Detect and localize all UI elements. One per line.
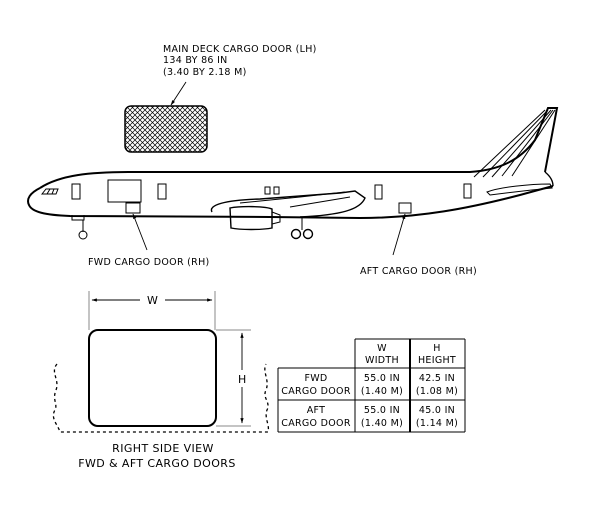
row-name: FWD [304, 373, 327, 384]
door-detail-view: W H RIGHT SIDE VIEW FWD & AFT CARGO DOOR… [52, 291, 270, 470]
table-row: AFT CARGO DOOR 55.0 IN (1.40 M) 45.0 IN … [281, 405, 458, 429]
airplane-side-view [27, 107, 559, 240]
overwing-exit-2 [273, 186, 280, 195]
door-4 [463, 183, 472, 199]
door-3 [374, 184, 383, 200]
table-header-w: W [377, 343, 387, 354]
row-width-m: (1.40 M) [361, 386, 403, 397]
fuselage-tailcone [544, 171, 554, 187]
cargo-door-shape [88, 329, 217, 427]
main-deck-door-size-m: (3.40 BY 2.18 M) [163, 67, 247, 78]
main-gear-wheel-1 [290, 228, 302, 240]
row-name-sub: CARGO DOOR [281, 418, 351, 429]
nose-gear-wheel [78, 230, 88, 240]
row-height-m: (1.14 M) [416, 418, 458, 429]
main-gear-wheel-2 [302, 228, 314, 240]
fwd-cargo-door-callout: FWD CARGO DOOR (RH) [88, 257, 210, 268]
row-width-in: 55.0 IN [364, 405, 400, 416]
aft-cargo-door-leader [392, 213, 406, 256]
table-row: FWD CARGO DOOR 55.0 IN (1.40 M) 42.5 IN … [281, 373, 458, 397]
main-deck-door-label: MAIN DECK CARGO DOOR (LH) 134 BY 86 IN (… [163, 44, 317, 78]
table-header-h: H [433, 343, 440, 354]
door-1 [71, 183, 81, 200]
row-height-m: (1.08 M) [416, 386, 458, 397]
wing-flaps [239, 191, 351, 208]
engine-exhaust [271, 211, 281, 225]
view-caption-line2: FWD & AFT CARGO DOORS [78, 457, 235, 470]
row-height-in: 45.0 IN [419, 405, 455, 416]
fuselage-top [39, 107, 559, 189]
width-dim-label: W [147, 294, 158, 307]
main-deck-door-hatch [124, 105, 208, 153]
row-name: AFT [307, 405, 326, 416]
door-dimension-table: W WIDTH H HEIGHT FWD CARGO DOOR 55.0 IN … [277, 338, 466, 433]
engine-nacelle [229, 205, 273, 231]
main-deck-door-outline [107, 179, 142, 203]
fuselage-belly [269, 185, 554, 220]
fwd-cargo-door-outline [125, 202, 141, 214]
fuselage-nose [27, 187, 271, 218]
overwing-exit-1 [264, 186, 271, 195]
vertical-tail [473, 109, 556, 178]
row-width-in: 55.0 IN [364, 373, 400, 384]
row-name-sub: CARGO DOOR [281, 386, 351, 397]
view-caption-line1: RIGHT SIDE VIEW [112, 442, 214, 455]
fuselage-break-line [52, 363, 270, 433]
horizontal-stabilizer [486, 183, 553, 196]
main-deck-door-size-in: 134 BY 86 IN [163, 55, 228, 66]
row-height-in: 42.5 IN [419, 373, 455, 384]
nose-gear-strut [71, 215, 85, 232]
door-2 [157, 183, 167, 200]
aft-cargo-door-outline [398, 202, 412, 214]
main-deck-door-title: MAIN DECK CARGO DOOR (LH) [163, 44, 317, 55]
cockpit-windows [40, 188, 59, 195]
table-header-width: WIDTH [365, 355, 399, 366]
aft-cargo-door-callout: AFT CARGO DOOR (RH) [360, 266, 477, 277]
wing [210, 190, 366, 218]
fwd-cargo-door-leader [132, 213, 148, 251]
height-dim-label: H [238, 373, 247, 386]
table-header-height: HEIGHT [418, 355, 456, 366]
main-deck-door-leader [170, 81, 187, 106]
row-width-m: (1.40 M) [361, 418, 403, 429]
